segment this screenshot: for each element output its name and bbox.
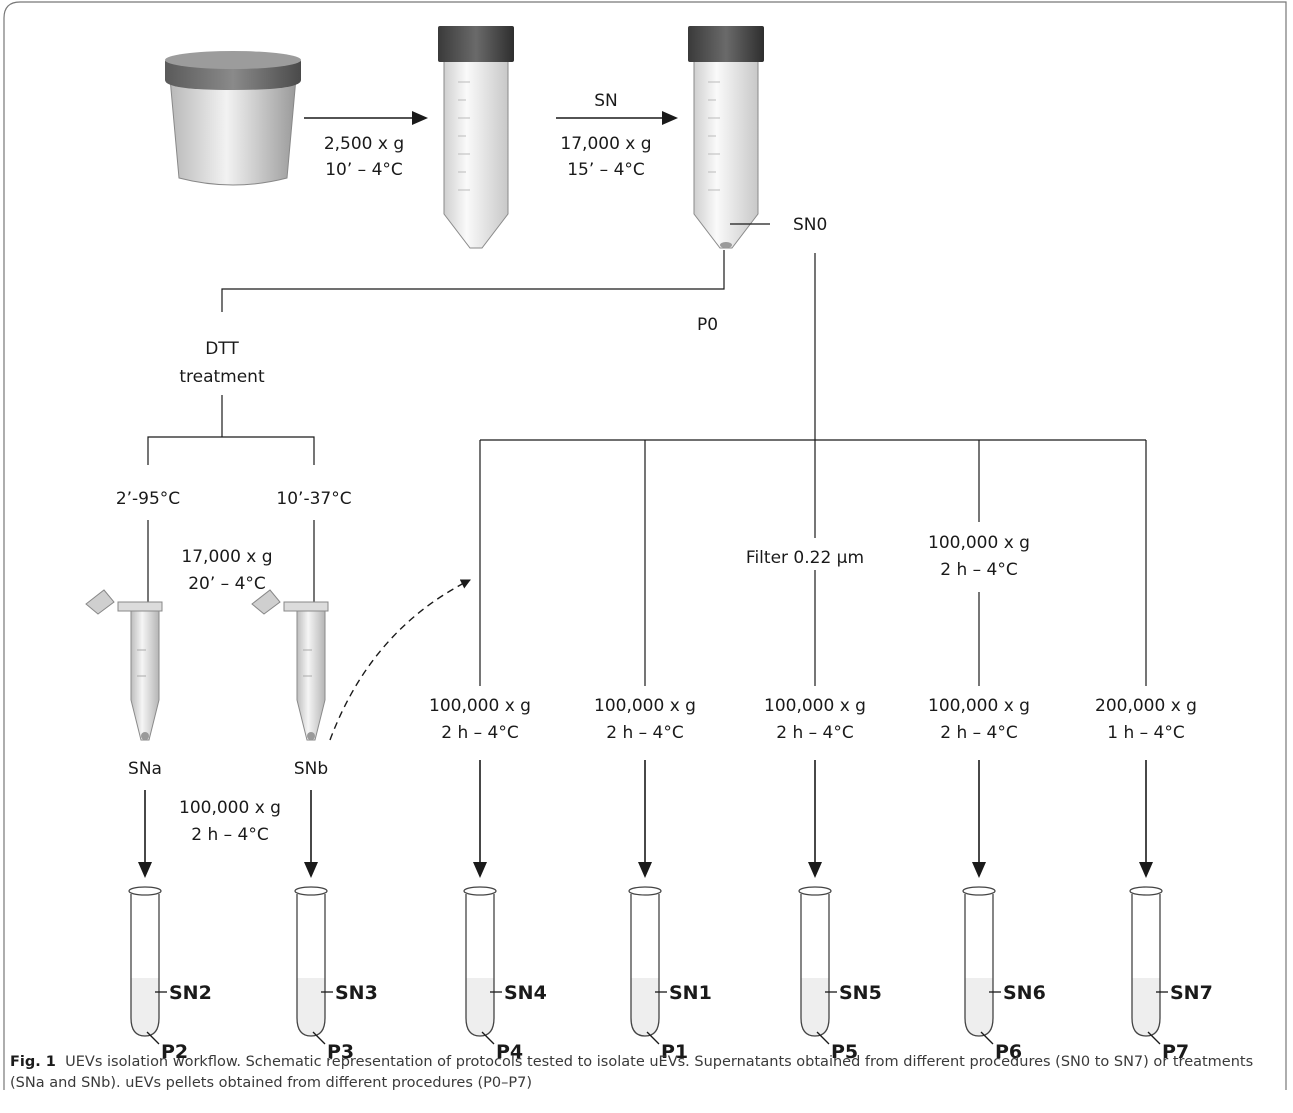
dtt-split <box>147 436 315 465</box>
dtt-branch-b: 10’-37°C <box>276 489 351 509</box>
down-arrows <box>138 760 1153 878</box>
sna-label: SNa <box>128 759 162 779</box>
dtt-spin-time: 20’ – 4°C <box>188 574 266 594</box>
caption-text: UEVs isolation workflow. Schematic repre… <box>10 1054 1254 1091</box>
sn0-label: SN0 <box>793 215 827 235</box>
pellet-label: P3 <box>327 1041 354 1063</box>
pellet-label: P6 <box>995 1041 1022 1063</box>
p6-prespin-speed: 100,000 x g <box>928 533 1030 553</box>
supernatant-label: SN1 <box>669 982 712 1004</box>
pellet-label: P2 <box>161 1041 188 1063</box>
frame-border <box>20 1 1287 1090</box>
supernatant-label: SN5 <box>839 982 882 1004</box>
dtt-uc-speed: 100,000 x g <box>179 798 281 818</box>
snb-label: SNb <box>294 759 328 779</box>
urine-container-icon <box>165 51 301 186</box>
filter-label: Filter 0.22 μm <box>746 548 864 568</box>
dtt-spin-speed: 17,000 x g <box>181 547 272 567</box>
dashed-transfer-arrow <box>329 579 471 741</box>
p0-label: P0 <box>697 315 718 335</box>
supernatant-label: SN4 <box>504 982 547 1004</box>
spin-label-p5-time: 2 h – 4°C <box>776 723 854 743</box>
step2-time: 15’ – 4°C <box>567 160 645 180</box>
spin-label-p7-speed: 200,000 x g <box>1095 696 1197 716</box>
microtube-icon-a <box>85 589 163 741</box>
dtt-uc-time: 2 h – 4°C <box>191 825 269 845</box>
spin-label-p5-speed: 100,000 x g <box>764 696 866 716</box>
pellet-label: P7 <box>1162 1041 1189 1063</box>
spin-label-p1-speed: 100,000 x g <box>594 696 696 716</box>
p0-connector <box>221 250 725 312</box>
spin-labels: 100,000 x g 2 h – 4°C 100,000 x g 2 h – … <box>429 696 1197 743</box>
pellet-label: P1 <box>661 1041 688 1063</box>
spin-label-p6-speed: 100,000 x g <box>928 696 1030 716</box>
step1-speed: 2,500 x g <box>324 134 404 154</box>
dtt-label-2: treatment <box>179 367 265 387</box>
spin-label-p1-time: 2 h – 4°C <box>606 723 684 743</box>
supernatant-label: SN2 <box>169 982 212 1004</box>
falcon-tube-icon-1 <box>438 26 514 249</box>
microtube-icon-b <box>251 589 329 741</box>
supernatant-label: SN6 <box>1003 982 1046 1004</box>
caption-fig-number: Fig. 1 <box>10 1054 56 1070</box>
frame-border-left <box>3 1 21 1090</box>
figure-caption: Fig. 1 UEVs isolation workflow. Schemati… <box>10 1052 1282 1094</box>
step2-speed: 17,000 x g <box>560 134 651 154</box>
p6-prespin-time: 2 h – 4°C <box>940 560 1018 580</box>
step2-top: SN <box>594 91 618 111</box>
supernatant-label: SN3 <box>335 982 378 1004</box>
spin-label-p4-time: 2 h – 4°C <box>441 723 519 743</box>
pellet-label: P4 <box>496 1041 523 1063</box>
step1-time: 10’ – 4°C <box>325 160 403 180</box>
spin-label-p4-speed: 100,000 x g <box>429 696 531 716</box>
falcon-tube-icon-2 <box>688 26 764 249</box>
spin-label-p6-time: 2 h – 4°C <box>940 723 1018 743</box>
supernatant-label: SN7 <box>1170 982 1213 1004</box>
pellet-label: P5 <box>831 1041 858 1063</box>
spin-label-p7-time: 1 h – 4°C <box>1107 723 1185 743</box>
dtt-branch-a: 2’-95°C <box>116 489 180 509</box>
dtt-label-1: DTT <box>205 339 239 359</box>
